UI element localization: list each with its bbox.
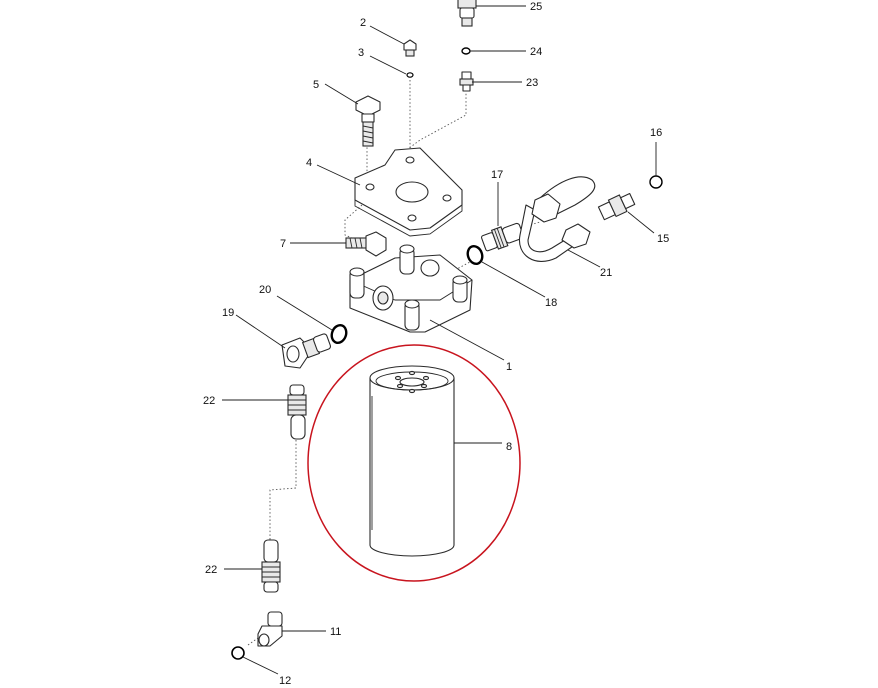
leader-21 — [567, 249, 601, 268]
callout-19: 19 — [222, 307, 234, 319]
part-5-bolt — [355, 95, 381, 147]
callout-15: 15 — [657, 233, 669, 245]
assembly-line — [247, 637, 259, 646]
leader-4 — [316, 164, 361, 186]
leader-18 — [481, 261, 546, 298]
callout-2: 2 — [360, 17, 366, 29]
callout-25: 24 — [530, 46, 542, 58]
part-24-fitting — [459, 71, 474, 92]
callout-4: 4 — [306, 157, 312, 169]
callout-1: 1 — [506, 361, 512, 373]
leader-20 — [276, 295, 333, 331]
leader-lines — [222, 5, 657, 675]
part-7-bolt — [345, 231, 387, 257]
leader-1 — [429, 319, 505, 361]
part-11-elbow — [257, 611, 283, 647]
callout-24: 23 — [526, 77, 538, 89]
callout-22b: 22 — [205, 564, 217, 576]
leader-15 — [627, 211, 655, 234]
callout-16: 16 — [650, 127, 662, 139]
callout-12: 12 — [279, 675, 291, 687]
leader-2 — [369, 25, 405, 45]
assembly-line — [269, 440, 297, 540]
callout-23: 25 — [530, 1, 542, 13]
callout-7: 7 — [280, 238, 286, 250]
callout-18: 18 — [545, 297, 557, 309]
callout-labels: 25 24 23 2 3 5 4 7 16 17 15 21 18 1 20 1… — [203, 1, 669, 687]
part-17-fitting — [481, 222, 524, 252]
part-15-fitting — [597, 192, 636, 221]
callout-17: 17 — [491, 169, 503, 181]
part-1-filter-head — [349, 244, 473, 333]
part-22-lower-fitting — [261, 539, 281, 593]
part-23-fitting — [457, 0, 477, 27]
part-12-o-ring — [231, 646, 245, 660]
leader-3 — [369, 55, 407, 75]
leader-5 — [324, 83, 359, 105]
callout-11: 11 — [330, 626, 341, 638]
part-3-o-ring — [406, 72, 414, 78]
part-2-plug — [403, 39, 417, 57]
part-21-tube — [518, 176, 596, 262]
part-4-bracket — [354, 147, 463, 237]
part-22-upper-fitting — [287, 384, 307, 440]
assembly-line — [399, 90, 467, 156]
callout-3: 3 — [358, 47, 364, 59]
part-16-o-ring — [649, 175, 663, 189]
part-8-filter-cartridge — [369, 365, 455, 557]
leader-19 — [235, 314, 286, 349]
callout-5: 5 — [313, 79, 319, 91]
callout-20: 20 — [259, 284, 271, 296]
callout-8: 8 — [506, 441, 512, 453]
leader-12 — [242, 656, 279, 675]
assembly-line — [454, 261, 471, 271]
part-18-o-ring — [466, 245, 484, 265]
highlight-circle — [307, 344, 521, 582]
callout-22a: 22 — [203, 395, 215, 407]
part-19-elbow-fitting — [281, 333, 332, 369]
callout-21: 21 — [600, 267, 612, 279]
part-25-o-ring — [461, 47, 471, 55]
part-20-o-ring — [330, 324, 348, 344]
